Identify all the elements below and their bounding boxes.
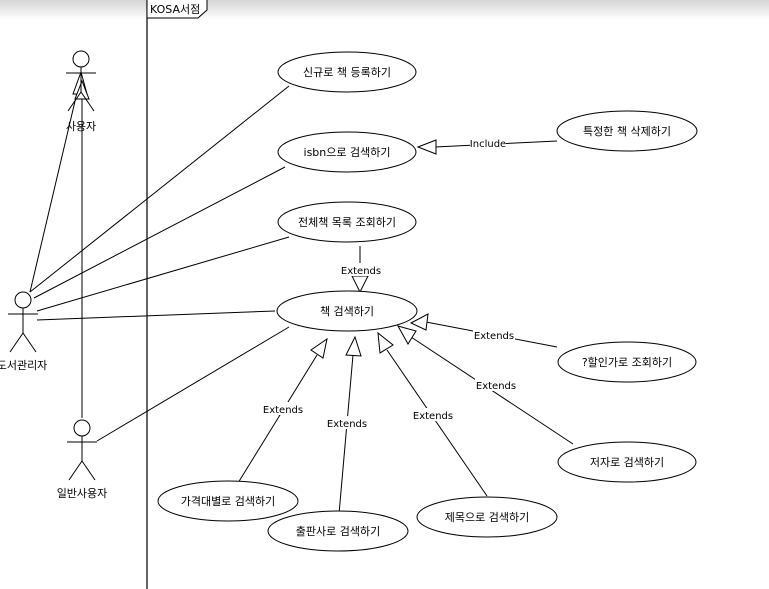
extends-label-publisher: Extends (327, 419, 367, 430)
usecase-delete-book[interactable] (556, 110, 698, 152)
usecase-author[interactable] (557, 441, 697, 483)
system-name: KOSA서점 (150, 3, 200, 16)
usecase-isbn-search-label: isbn으로 검색하기 (304, 145, 391, 159)
usecase-ellipses (157, 51, 698, 552)
extends-price: Extends (237, 337, 328, 484)
extends-publisher: Extends (326, 335, 368, 515)
extends-title: Extends (377, 331, 488, 497)
usecase-labels: 신규로 책 등록하기 isbn으로 검색하기 특정한 책 삭제하기 전체책 목록… (181, 65, 672, 538)
usecase-discount-label: ?할인가로 조회하기 (582, 355, 672, 369)
usecase-delete-book-label: 특정한 책 삭제하기 (583, 124, 671, 138)
usecase-register[interactable] (277, 51, 417, 93)
usecase-register-label: 신규로 책 등록하기 (303, 65, 391, 79)
include-label: Include (470, 139, 506, 150)
assoc-librarian-list (36, 236, 290, 312)
include-relation: Include (416, 137, 558, 155)
usecase-title[interactable] (416, 496, 558, 538)
assoc-general-search (96, 326, 290, 442)
extends-label-price: Extends (263, 405, 303, 416)
extends-label-discount: Extends (474, 331, 514, 342)
extends-list: Extends (340, 246, 382, 294)
usecase-book-search[interactable] (276, 290, 418, 332)
usecase-author-label: 저자로 검색하기 (590, 455, 664, 469)
generalization-general-user (74, 79, 90, 418)
actor-librarian-label: 도서관리자 (0, 359, 47, 372)
usecase-book-search-label: 책 검색하기 (320, 304, 374, 318)
actor-librarian (8, 291, 38, 353)
assoc-librarian-register (29, 85, 290, 293)
actor-general-user (67, 419, 97, 481)
extends-author: Extends (396, 325, 574, 445)
usecase-price[interactable] (157, 480, 299, 522)
usecase-discount[interactable] (557, 341, 697, 383)
usecase-price-label: 가격대별로 검색하기 (181, 494, 276, 508)
actor-user (66, 50, 96, 112)
extends-discount: Extends (409, 313, 558, 348)
actor-general-user-label: 일반사용자 (57, 486, 108, 500)
assoc-librarian-search (36, 310, 276, 321)
generalization-librarian-user (29, 70, 88, 293)
assoc-librarian-isbn (33, 166, 286, 299)
usecase-isbn-search[interactable] (277, 131, 417, 173)
association-lines (29, 85, 290, 442)
extends-label-title: Extends (413, 411, 453, 422)
actor-user-label: 사용자 (66, 120, 96, 133)
usecase-publisher-label: 출판사로 검색하기 (296, 524, 380, 538)
usecase-title-label: 제목으로 검색하기 (445, 510, 529, 524)
usecase-list-all[interactable] (277, 201, 417, 243)
extends-label-list: Extends (341, 266, 381, 277)
system-boundary: KOSA서점 (146, 0, 208, 589)
usecase-publisher[interactable] (267, 510, 409, 552)
usecase-list-all-label: 전체책 목록 조회하기 (298, 215, 396, 229)
extends-label-author: Extends (476, 381, 516, 392)
